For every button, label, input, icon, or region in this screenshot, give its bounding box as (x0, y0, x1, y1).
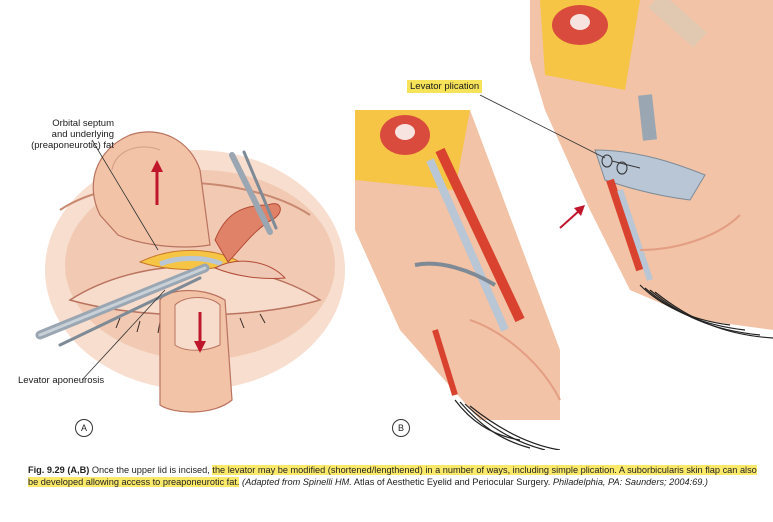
orbital-septum-label-line-2: and underlying (51, 129, 114, 140)
panel-a-marker: A (75, 419, 93, 437)
caption-credit-2: Philadelphia, PA: Saunders; 2004:69.) (552, 476, 708, 487)
caption-panels: (A,B) (67, 465, 90, 475)
panel-b-illustration (355, 0, 773, 451)
caption-figure-number: Fig. 9.29 (28, 465, 65, 475)
figure-illustration (35, 0, 773, 451)
caption-credit-1: (Adapted from Spinelli HM. (242, 476, 352, 487)
caption-credit-title: Atlas of Aesthetic Eyelid and Periocular… (353, 476, 551, 487)
levator-aponeurosis-label: Levator aponeurosis (18, 375, 105, 386)
figure-9-29: Orbital septum and underlying (preaponeu… (18, 0, 773, 451)
figure-caption: Fig. 9.29 (A,B) Once the upper lid is in… (28, 465, 758, 488)
levator-plication-label: Levator plication (407, 80, 483, 93)
orbital-septum-label: Orbital septum and underlying (preaponeu… (22, 118, 114, 151)
orbital-septum-label-line-3: (preaponeurotic) fat (31, 140, 114, 151)
caption-lead: Once the upper lid is incised, (91, 465, 210, 475)
panel-a-illustration (35, 131, 345, 413)
panel-b-marker: B (392, 419, 410, 437)
orbital-septum-label-line-1: Orbital septum (52, 118, 114, 129)
